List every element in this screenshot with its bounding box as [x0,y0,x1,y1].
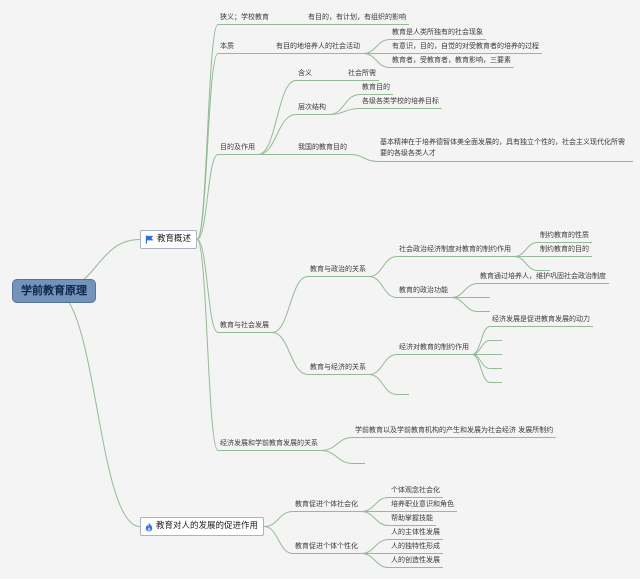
branch-label: 教育对人的发展的促进作用 [156,521,259,531]
connector-line [513,256,539,271]
branch-label: 教育概述 [157,234,192,244]
topic-constrains-aim: 制约教育的目的 [538,245,592,257]
topic-three-elements: 教育者，受教育者，教育影响，三要素 [390,56,514,68]
central-topic: 学前教育原理 [12,279,96,303]
topic-conscious-cultivation-process: 有意识，目的，自觉的对受教育者的培养的过程 [390,42,542,54]
topic-skill-mastery: 帮助掌握技能 [389,514,436,526]
empty-topic [538,259,550,271]
topic-uniqueness-formation: 人的独特性形成 [389,542,443,554]
topic-hierarchy: 层次结构 [296,103,329,115]
topic-individual-socialization: 教育促进个体社会化 [293,500,361,512]
topic-unique-human-phenomenon: 教育是人类所独有的社会现象 [390,28,486,40]
connector-line [362,39,391,54]
empty-topic [478,286,490,298]
topic-political-constraint: 社会政治经济制度对教育的制约作用 [397,245,514,257]
connector-line [263,511,294,527]
connector-line [362,53,391,68]
topic-basic-spirit: 基本精神在于培养德智体美全面发展的，具有独立个性的，社会主义现代化所需要的各级各… [378,137,633,162]
topic-subjectivity-development: 人的主体性发展 [389,528,443,540]
topic-constrains-nature: 制约教育的性质 [538,231,592,243]
connector-line [513,242,539,257]
topic-education-and-economy: 教育与经济的关系 [308,363,369,375]
connector-line [196,239,219,451]
connector-line [320,437,354,451]
connector-line [257,80,297,155]
empty-topic [490,329,502,341]
topic-education-and-society: 教育与社会发展 [218,321,272,333]
topic-career-awareness: 培养职业意识和角色 [389,500,457,512]
connector-line [263,526,294,554]
empty-topic [490,371,502,383]
topic-economic-constraint: 经济对教育的制约作用 [397,343,472,355]
connector-line [368,256,398,277]
empty-topic [353,452,365,464]
empty-topic [478,300,490,312]
connector-line [368,354,398,375]
topic-preschool-constrained-by-economy: 学前教育以及学前教育机构的产生和发展为社会经济 发展所制约 [353,426,557,438]
topic-meaning: 含义 [296,69,315,81]
topic-education-and-politics: 教育与政治的关系 [308,265,369,277]
topic-national-educational-aim: 我国的教育目的 [296,143,350,155]
connector-line [471,354,491,383]
connector-line [196,239,219,333]
connector-line [53,290,141,527]
connector-line [360,497,390,512]
topic-economic-driving-force: 经济发展是促进教育发展的动力 [490,315,593,327]
connector-line [368,276,398,298]
connector-line [360,539,390,554]
branch-education-overview: 教育概述 [140,230,198,249]
topic-purpose-and-role: 目的及作用 [218,143,258,155]
topic-essence: 本质 [218,42,237,54]
topic-socialized-concepts: 个体观念社会化 [389,486,443,498]
topic-social-needs: 社会所需 [346,69,379,81]
connector-line [271,276,309,333]
topic-political-function: 教育的政治功能 [397,286,451,298]
topic-economy-and-preschool: 经济发展和学前教育发展的关系 [218,439,321,451]
flag-icon [145,235,154,244]
connector-line [349,154,379,162]
topic-school-training-goals: 各级各类学校的培养目标 [360,97,442,109]
topic-social-activity: 有目的地培养人的社会活动 [274,42,363,54]
connector-line [196,154,219,240]
empty-topic [397,383,409,395]
empty-topic [490,343,502,355]
connector-line [257,114,297,155]
connector-line [196,53,219,240]
empty-topic [490,357,502,369]
branch-human-development: 教育对人的发展的促进作用 [140,517,265,536]
topic-maintains-political-system: 教育通过培养人，维护巩固社会政治制度 [478,272,609,284]
connector-line [360,553,390,568]
connector-line [196,24,219,240]
topic-creativity-development: 人的创造性发展 [389,556,443,568]
topic-individual-personalization: 教育促进个体个性化 [293,542,361,554]
connector-line [368,374,398,395]
topic-educational-aim: 教育目的 [360,83,393,95]
connector-line [450,283,479,298]
topic-narrow-sense: 狭义；学校教育 [218,13,272,25]
connector-line [450,297,479,312]
connector-line [328,108,361,115]
connector-line [320,450,354,464]
connector-line [360,511,390,526]
connector-line [271,332,309,375]
connector-line [471,354,491,369]
topic-purposeful-influence: 有目的，有计划，有组织的影响 [306,13,409,25]
connector-line [471,340,491,355]
flame-icon [145,522,153,532]
